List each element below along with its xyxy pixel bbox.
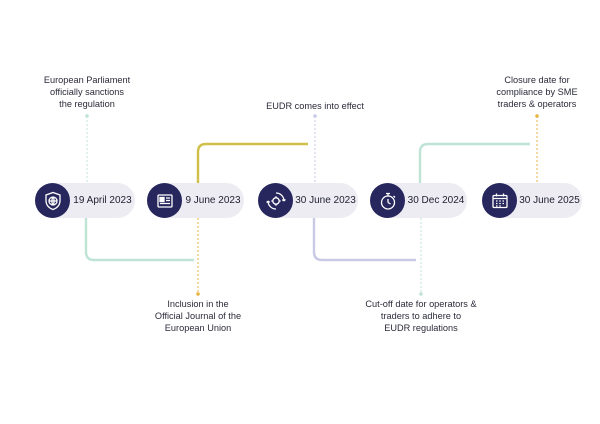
milestone-date: 19 April 2023: [73, 195, 132, 206]
connector-3: [312, 210, 416, 262]
milestone-date: 30 June 2023: [295, 195, 356, 206]
milestone-pill-4: 30 Dec 2024: [370, 183, 467, 218]
milestone-pill-5: 30 June 2025: [482, 183, 582, 218]
milestone-pill-1: 19 April 2023: [35, 183, 135, 218]
newspaper-icon: [147, 183, 182, 218]
leader-dot-2: [196, 292, 200, 296]
stopwatch-icon: [370, 183, 405, 218]
milestone-description-4: Cut-off date for operators &traders to a…: [365, 299, 477, 333]
leader-dot-5: [535, 114, 539, 118]
milestone-date: 30 June 2025: [519, 195, 580, 206]
leader-dot-1: [85, 114, 89, 118]
leader-dot-3: [313, 114, 317, 118]
gear-cycle-icon: [258, 183, 293, 218]
milestone-pill-2: 9 June 2023: [147, 183, 244, 218]
connector-2: [196, 142, 308, 183]
leader-dot-4: [419, 292, 423, 296]
shield-globe-icon: [35, 183, 70, 218]
milestone-date: 30 Dec 2024: [407, 195, 465, 206]
connector-4: [418, 142, 530, 183]
milestone-description-3: EUDR comes into effect: [266, 101, 364, 111]
calendar-icon: [482, 183, 517, 218]
milestone-pill-3: 30 June 2023: [258, 183, 358, 218]
connector-1: [84, 210, 194, 262]
milestone-date: 9 June 2023: [185, 195, 241, 206]
